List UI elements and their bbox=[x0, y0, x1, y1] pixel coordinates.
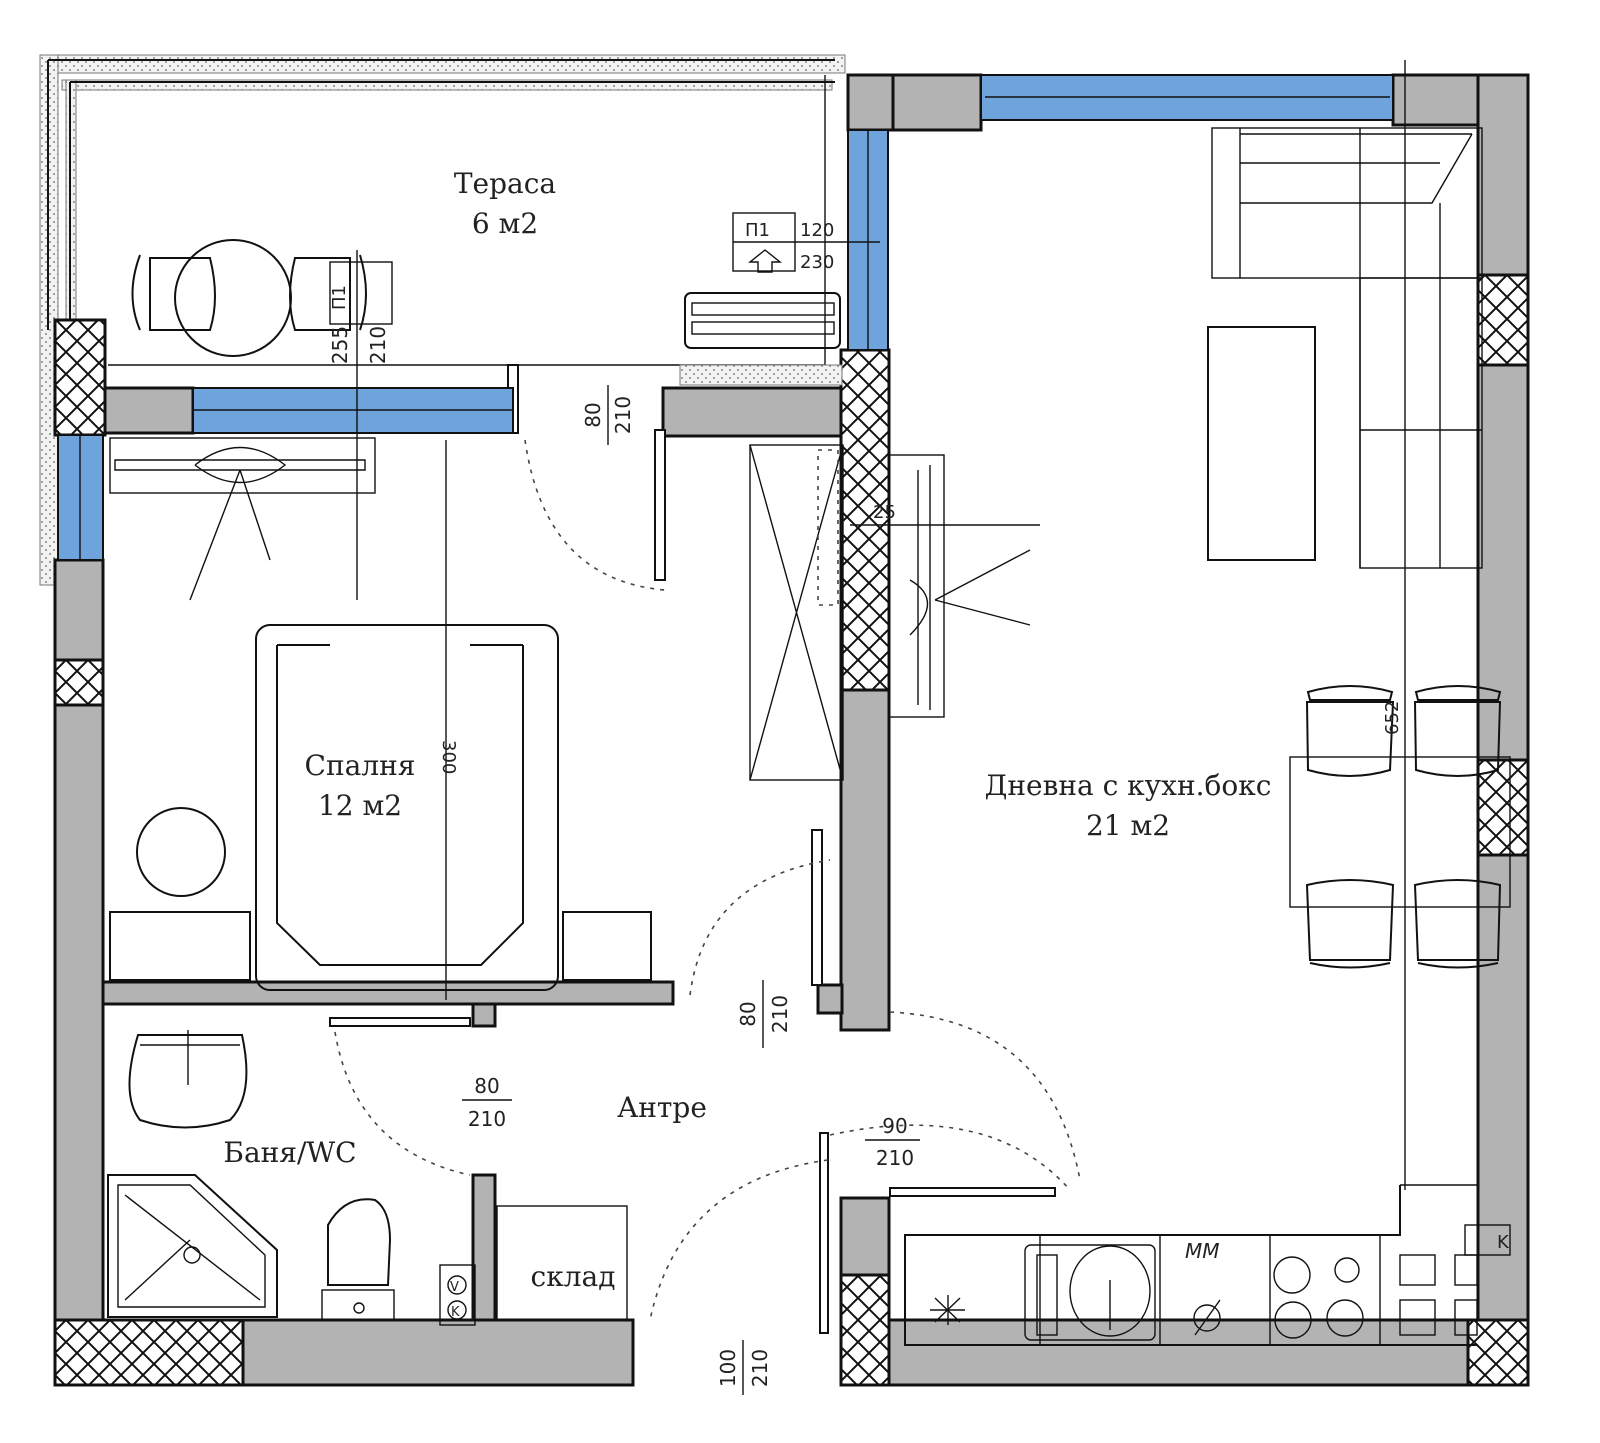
svg-text:90: 90 bbox=[882, 1114, 907, 1138]
living-door-swing-2 bbox=[889, 1011, 1081, 1181]
corner-sofa bbox=[1211, 60, 1483, 1190]
bathroom-name: Баня/WC bbox=[223, 1136, 356, 1169]
svg-text:80: 80 bbox=[474, 1074, 499, 1098]
living-door-dim: 90 210 bbox=[865, 1114, 920, 1170]
living-area: 21 м2 bbox=[1086, 809, 1170, 842]
bedroom-length-dim: 300 bbox=[438, 740, 459, 774]
bathroom-door-swing bbox=[334, 1031, 471, 1176]
p1-small-code: П1 bbox=[329, 285, 350, 310]
svg-text:210: 210 bbox=[611, 396, 635, 434]
kitchen-counter bbox=[904, 1184, 1511, 1346]
entrance-door-swing bbox=[649, 1159, 829, 1321]
terrace-area: 6 м2 bbox=[472, 207, 538, 240]
p1-small-height: 210 bbox=[366, 326, 390, 364]
terrace-door-dim: 80 210 bbox=[581, 385, 635, 445]
svg-text:80: 80 bbox=[736, 1001, 760, 1026]
hallway-name: Антре bbox=[617, 1091, 707, 1124]
living-name: Дневна с кухн.бокс bbox=[985, 769, 1272, 802]
coffee-table bbox=[1207, 326, 1316, 561]
terrace-name: Тераса bbox=[454, 167, 556, 200]
svg-text:210: 210 bbox=[768, 995, 792, 1033]
living-tv-unit bbox=[850, 454, 1040, 718]
p1-small-width: 255 bbox=[328, 326, 352, 364]
bedroom-name: Спалня bbox=[305, 749, 416, 782]
p1-code: П1 bbox=[745, 220, 770, 241]
svg-text:210: 210 bbox=[748, 1349, 772, 1387]
bedroom-area: 12 м2 bbox=[318, 789, 402, 822]
bedroom-furniture bbox=[109, 437, 652, 1000]
terrace-parapet bbox=[39, 54, 846, 586]
dining-dim: 652 bbox=[1382, 701, 1403, 735]
p1-width: 120 bbox=[800, 220, 834, 241]
svg-text:210: 210 bbox=[468, 1107, 506, 1131]
p1-height: 230 bbox=[800, 252, 834, 273]
svg-text:100: 100 bbox=[716, 1349, 740, 1387]
boiler-k: K bbox=[451, 1305, 460, 1320]
svg-text:80: 80 bbox=[581, 402, 605, 427]
boiler-v: V bbox=[450, 1280, 459, 1295]
storage-room bbox=[496, 1205, 628, 1321]
windows bbox=[57, 74, 1394, 561]
walls bbox=[53, 73, 1530, 1387]
svg-text:210: 210 bbox=[876, 1146, 914, 1170]
bathroom-door-dim: 80 210 bbox=[462, 1074, 512, 1131]
radiator bbox=[679, 292, 843, 386]
terrace-table-set bbox=[131, 239, 393, 357]
dishwasher-mark: MM bbox=[1185, 1239, 1220, 1263]
bathroom-fixtures bbox=[107, 1030, 476, 1326]
bedroom-door-dim: 80 210 bbox=[736, 980, 792, 1048]
dining-set bbox=[1289, 685, 1511, 969]
tv-mark: 25 bbox=[873, 502, 896, 523]
living-door-swing bbox=[829, 1124, 1071, 1191]
p1-window-tag bbox=[732, 212, 880, 273]
kitchen-boiler-k: K bbox=[1497, 1232, 1510, 1253]
bedroom-door-swing bbox=[689, 859, 831, 996]
hallway-wardrobe bbox=[749, 444, 844, 781]
entrance-door-dim: 100 210 bbox=[716, 1340, 772, 1395]
terrace-door-swing bbox=[524, 439, 666, 591]
storage-name: склад bbox=[531, 1260, 616, 1293]
